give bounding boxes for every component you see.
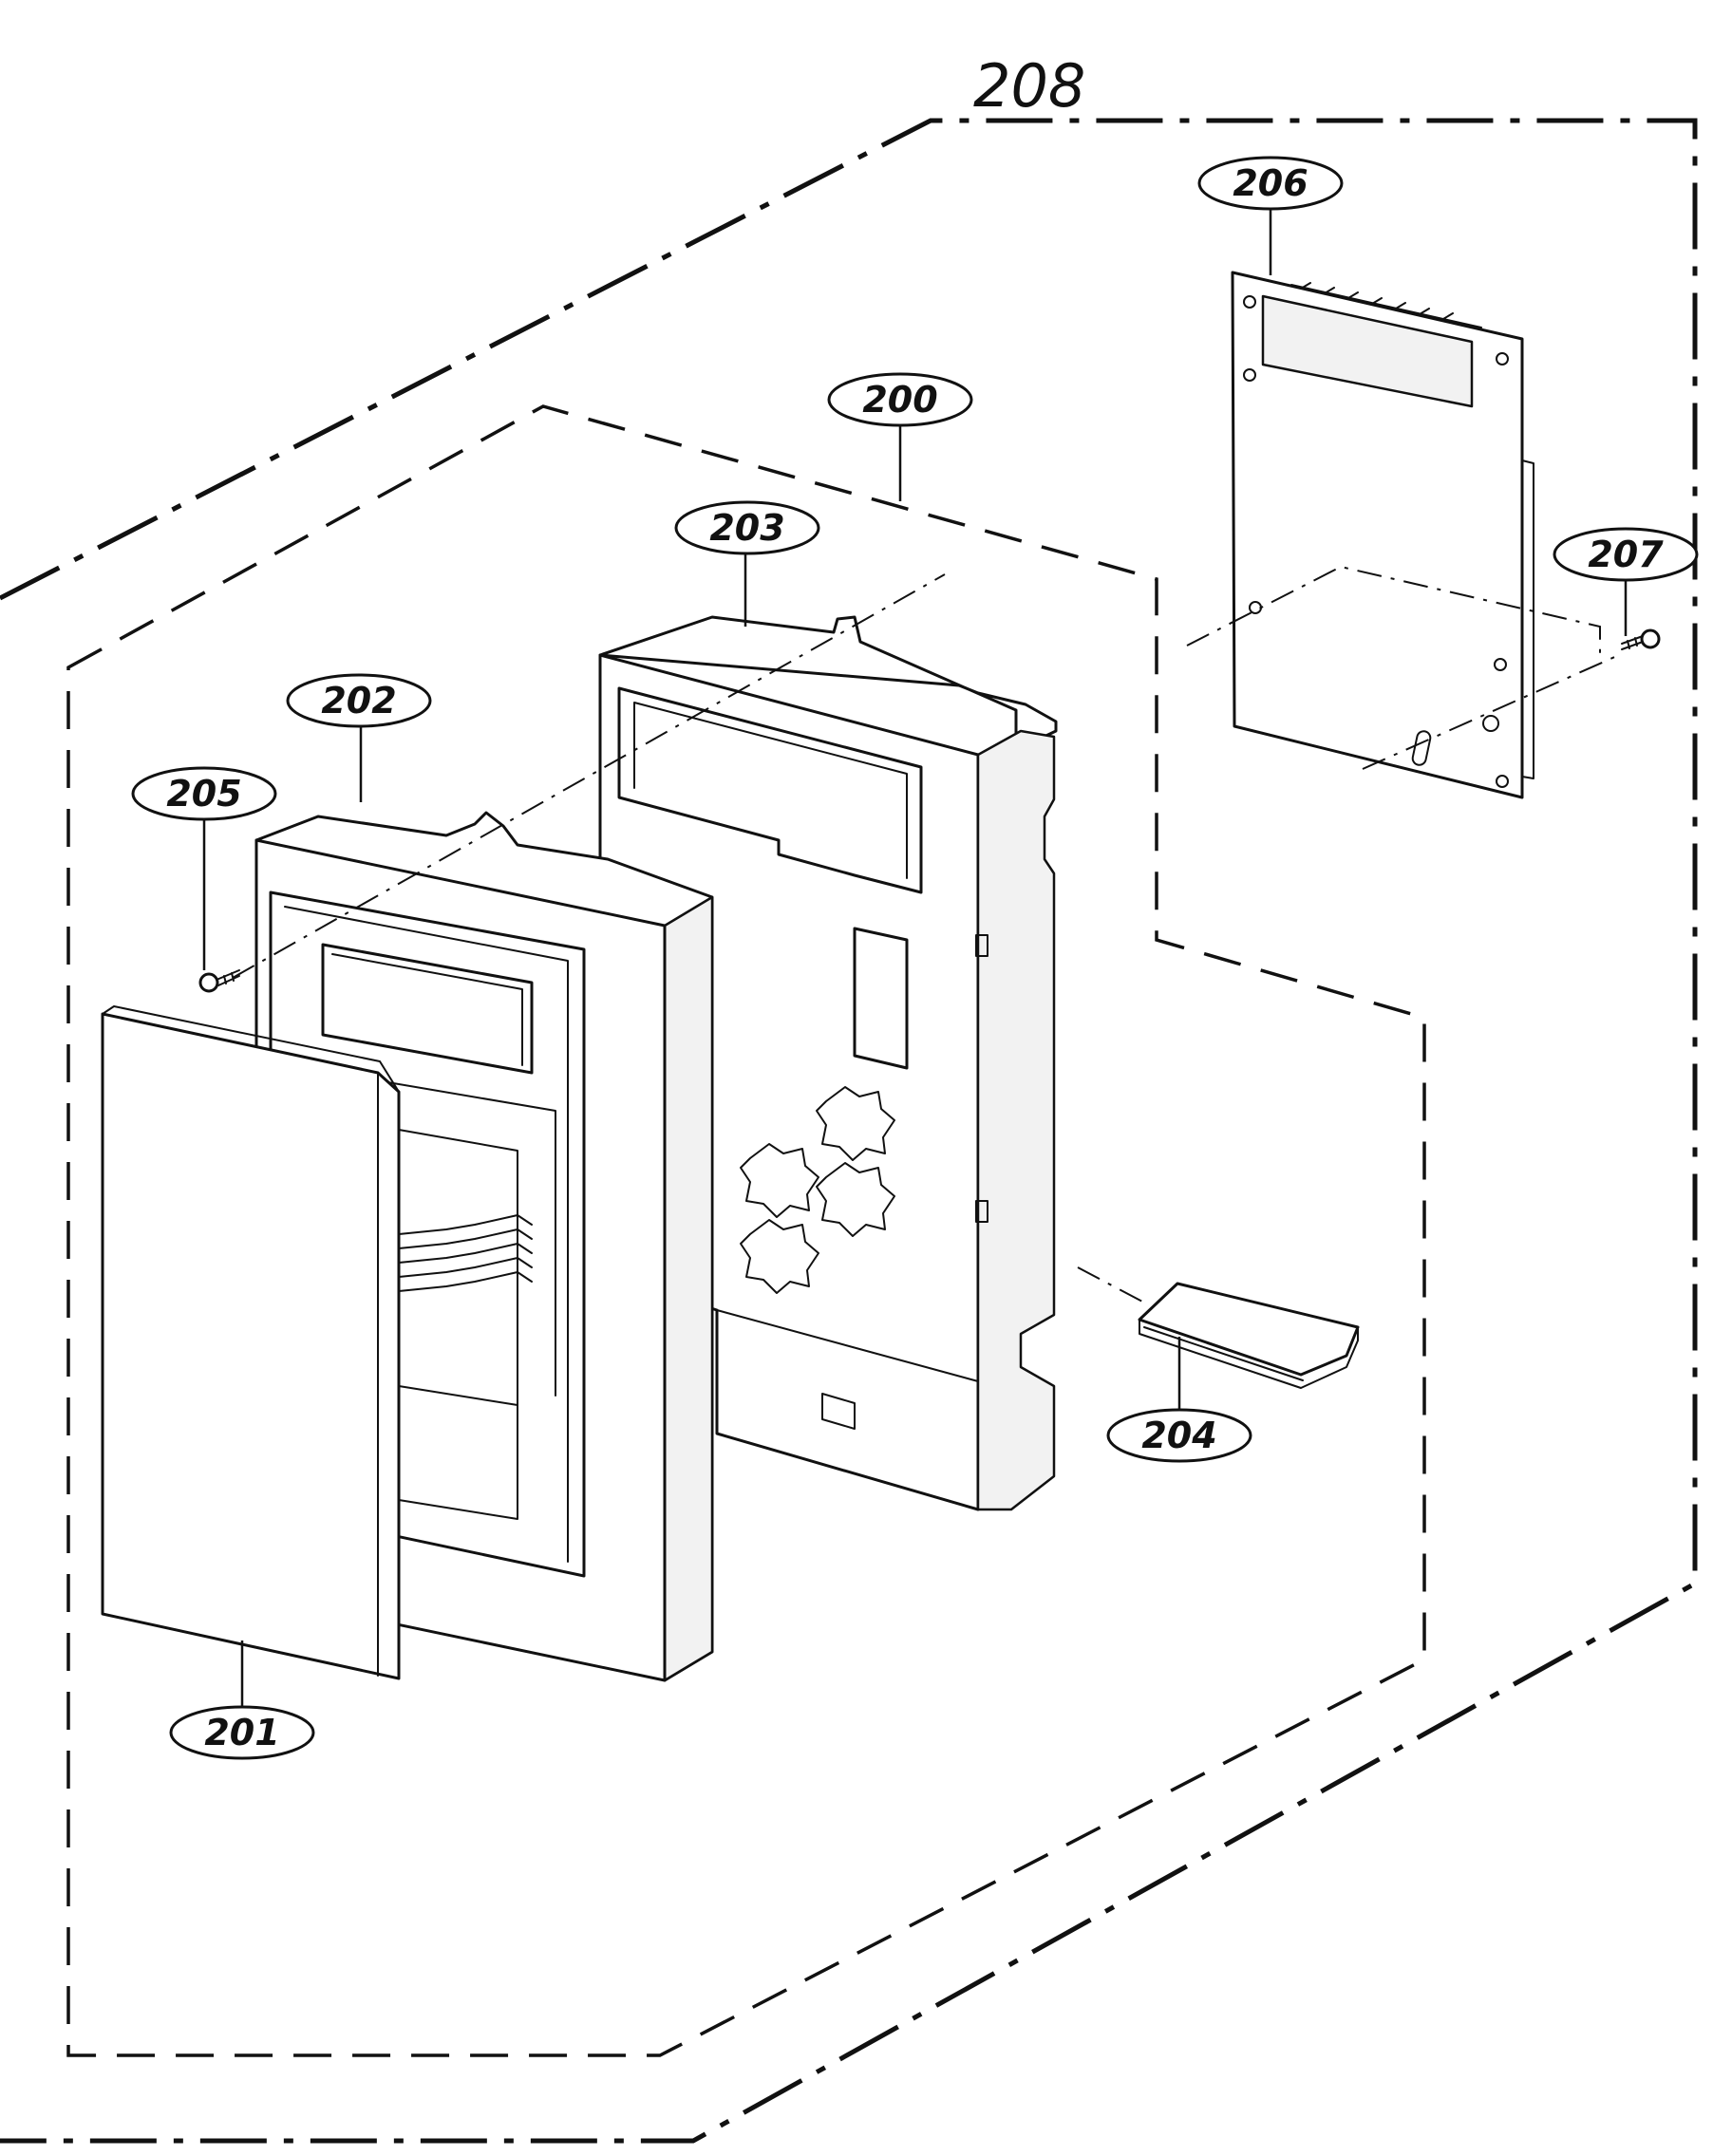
svg-text:200: 200 [862,379,937,421]
callout-206: 206 [1197,156,1344,211]
callout-200: 200 [827,372,973,427]
svg-text:202: 202 [321,680,396,722]
svg-text:206: 206 [1233,162,1308,204]
outer-assembly-boundary [0,118,1698,2144]
callout-201: 201 [169,1705,315,1760]
assembly-label-208: 208 [973,51,1085,121]
axis-line-pcb-upper [1186,565,1601,655]
callout-207: 207 [1553,527,1699,582]
svg-text:205: 205 [166,773,241,815]
callout-205: 205 [131,766,277,821]
callout-203: 203 [674,500,820,555]
inner-subassembly-boundary [66,404,1426,2057]
axis-line-bracket [1077,1266,1145,1303]
callout-204: 204 [1106,1408,1252,1463]
svg-text:207: 207 [1588,534,1664,575]
screw-part-205 [198,969,240,993]
callout-202: 202 [286,673,432,728]
svg-text:203: 203 [709,507,784,549]
bracket-part-204 [1138,1282,1360,1389]
svg-text:204: 204 [1141,1415,1216,1456]
pcb-board-part-206 [1231,271,1534,799]
svg-text:201: 201 [204,1712,279,1753]
keypad-cover-part-201 [101,1005,401,1680]
screw-part-207 [1621,628,1661,650]
axis-line-front [232,573,946,979]
